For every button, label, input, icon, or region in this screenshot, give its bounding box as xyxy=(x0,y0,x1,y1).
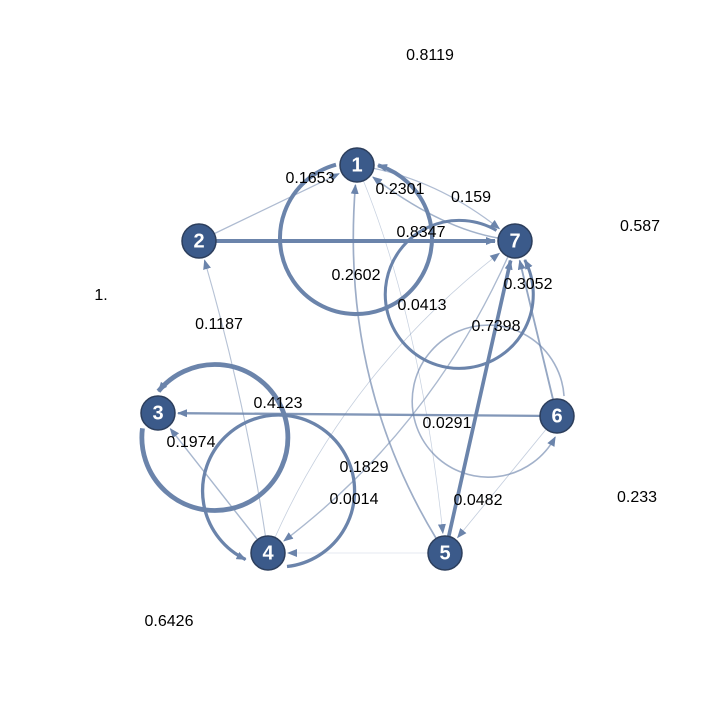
node-2: 2 xyxy=(181,223,217,259)
edge-label-2-to-1: 0.1653 xyxy=(286,170,335,187)
edge-label-6-to-7: 0.3052 xyxy=(504,276,553,293)
edge-label-6-to-6: 0.233 xyxy=(617,489,657,506)
edge-7-to-1 xyxy=(372,176,499,239)
nodes-layer: 1 2 3 4 5 6 7 xyxy=(140,147,575,571)
edge-1-to-5 xyxy=(363,180,446,535)
edge-label-6-to-3: 0.4123 xyxy=(254,395,303,412)
edge-label-4-to-4: 0.6426 xyxy=(145,613,194,630)
node-4: 4 xyxy=(250,535,286,571)
edges-layer xyxy=(139,162,565,569)
edge-6-to-6 xyxy=(411,324,565,478)
edge-6-to-5 xyxy=(457,428,547,539)
node-5: 5 xyxy=(427,535,463,571)
node-label-5: 5 xyxy=(439,542,450,564)
edge-4-to-7 xyxy=(274,252,501,538)
node-label-7: 7 xyxy=(509,230,520,252)
edge-labels-layer: 0.8119 0.159 0.2301 0.1653 0.8347 0.587 1. 0.11… xyxy=(94,47,660,630)
edge-4-to-3 xyxy=(169,427,259,541)
edge-label-4-to-2: 0.1187 xyxy=(195,316,243,333)
edge-5-to-1 xyxy=(350,183,437,539)
node-label-1: 1 xyxy=(351,154,362,176)
edge-label-5-to-7: 0.7398 xyxy=(472,318,521,335)
edge-3-to-3 xyxy=(139,362,291,513)
node-label-2: 2 xyxy=(193,230,204,252)
node-6: 6 xyxy=(539,398,575,434)
edge-label-7-to-4: 0.1829 xyxy=(340,459,389,476)
node-circle-3 xyxy=(140,395,176,431)
edge-2-to-1 xyxy=(214,173,340,235)
edge-label-4-to-7: 0.0413 xyxy=(398,297,447,314)
edge-label-7-to-1: 0.2301 xyxy=(376,181,425,198)
edge-6-to-3 xyxy=(176,409,541,418)
edge-5-to-7 xyxy=(446,259,513,537)
edge-6-to-7 xyxy=(517,259,554,400)
node-label-3: 3 xyxy=(152,402,163,424)
edge-label-4-to-3: 0.1974 xyxy=(167,434,216,451)
edge-label-1-to-7: 0.159 xyxy=(451,189,491,206)
node-circle-5 xyxy=(427,535,463,571)
edge-4-to-4 xyxy=(200,413,357,569)
edge-label-1-to-5: 0.0291 xyxy=(423,415,472,432)
node-circle-6 xyxy=(539,398,575,434)
edge-label-3-to-3: 1. xyxy=(94,287,107,304)
edge-label-5-to-1: 0.2602 xyxy=(332,267,381,284)
edge-label-6-to-5: 0.0482 xyxy=(454,492,503,509)
edge-1-to-1 xyxy=(278,162,434,317)
node-circle-7 xyxy=(497,223,533,259)
edge-label-7-to-7: 0.587 xyxy=(620,218,660,235)
node-7: 7 xyxy=(497,223,533,259)
node-1: 1 xyxy=(339,147,375,183)
edge-label-1-to-1: 0.8119 xyxy=(406,47,454,64)
node-circle-4 xyxy=(250,535,286,571)
node-circle-1 xyxy=(339,147,375,183)
node-3: 3 xyxy=(140,395,176,431)
edge-4-to-2 xyxy=(203,259,267,537)
edge-1-to-7 xyxy=(373,167,501,230)
edge-7-to-7 xyxy=(383,218,535,370)
node-circle-2 xyxy=(181,223,217,259)
edge-label-5-to-4: 0.0014 xyxy=(330,491,379,508)
node-label-4: 4 xyxy=(262,542,274,564)
node-label-6: 6 xyxy=(551,405,562,427)
edge-label-2-to-7: 0.8347 xyxy=(397,224,446,241)
